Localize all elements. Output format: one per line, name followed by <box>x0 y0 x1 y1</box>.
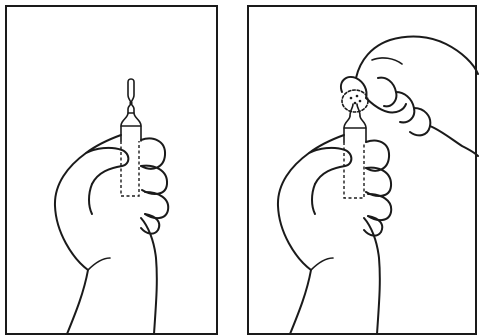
panel-2 <box>248 6 478 334</box>
panel-1 <box>6 6 217 334</box>
panel-1-frame <box>6 6 217 334</box>
panel-2-frame <box>248 6 476 334</box>
